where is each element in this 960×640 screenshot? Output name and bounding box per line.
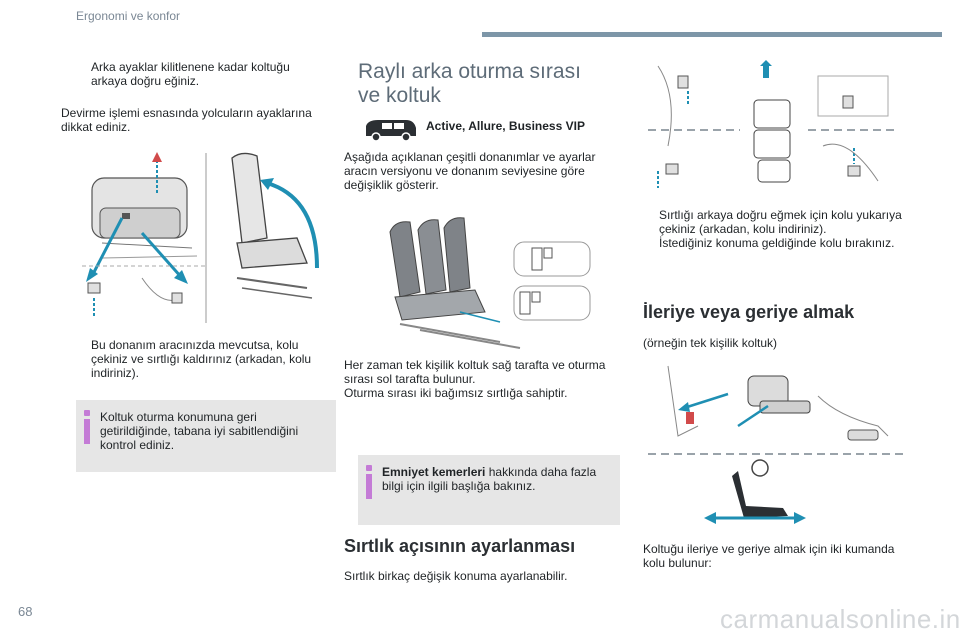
col2-paragraph-2: Her zaman tek kişilik koltuk sağ tarafta… bbox=[344, 358, 606, 386]
versions-label: Active, Allure, Business VIP bbox=[426, 119, 585, 133]
forward-backward-heading: İleriye veya geriye almak bbox=[643, 302, 855, 322]
van-icon bbox=[366, 120, 416, 142]
col2-paragraph-3: Oturma sırası iki bağımsız sırtlığa sahi… bbox=[344, 386, 568, 400]
header-accent-bar bbox=[482, 32, 942, 37]
col1-bullet-2-text: Bu donanım aracınızda mevcutsa, kolu çek… bbox=[91, 338, 312, 380]
section-header: Ergonomi ve konfor bbox=[76, 9, 181, 23]
section-title: Raylı arka oturma sırası ve koltuk bbox=[358, 60, 581, 107]
col3-bullet-2: İstediğiniz konuma geldiğinde kolu bırak… bbox=[644, 236, 906, 250]
col2-note-bold-text: Emniyet kemerleri bbox=[382, 465, 486, 479]
bench-seat-illustration bbox=[389, 217, 591, 349]
col3-bullet-2-text: İstediğiniz konuma geldiğinde kolu bırak… bbox=[659, 236, 895, 250]
backrest-angle-heading: Sırtlık açısının ayarlanması bbox=[344, 536, 576, 556]
col2-note-text: hakkında daha fazla bilgi için ilgili ba… bbox=[382, 465, 597, 493]
col2-note-box: Emniyet kemerleri hakkında daha fazla bi… bbox=[358, 455, 620, 525]
col1-bullet-1-text: Arka ayaklar kilitlenene kadar koltuğu a… bbox=[91, 60, 290, 88]
col1-bullet-2: Bu donanım aracınızda mevcutsa, kolu çek… bbox=[76, 338, 332, 380]
backrest-lever-illustration bbox=[648, 60, 898, 188]
seat-fold-illustration bbox=[82, 152, 319, 323]
watermark: carmanualsonline.info bbox=[720, 604, 960, 634]
page-number: 68 bbox=[18, 604, 33, 619]
col1-note-box: Koltuk oturma konumuna geri getirildiğin… bbox=[76, 400, 336, 472]
col3-bullet-1-text: Sırtlığı arkaya doğru eğmek için kolu yu… bbox=[659, 208, 902, 236]
col1-note-text: Koltuk oturma konumuna geri getirildiğin… bbox=[100, 410, 299, 452]
seat-slide-illustration bbox=[648, 365, 904, 524]
col1-paragraph-1: Devirme işlemi esnasında yolcuların ayak… bbox=[61, 106, 312, 134]
col2-paragraph-4: Sırtlık birkaç değişik konuma ayarlanabi… bbox=[344, 569, 568, 583]
col3-bullet-1: Sırtlığı arkaya doğru eğmek için kolu yu… bbox=[644, 208, 906, 236]
info-icon bbox=[84, 410, 90, 444]
info-icon bbox=[366, 465, 372, 499]
col3-paragraph-2: Koltuğu ileriye ve geriye almak için iki… bbox=[643, 542, 895, 570]
col3-paragraph-1: (örneğin tek kişilik koltuk) bbox=[643, 336, 778, 350]
col1-bullet-1: Arka ayaklar kilitlenene kadar koltuğu a… bbox=[76, 60, 326, 88]
col2-paragraph-1: Aşağıda açıklanan çeşitli donanımlar ve … bbox=[344, 150, 596, 192]
